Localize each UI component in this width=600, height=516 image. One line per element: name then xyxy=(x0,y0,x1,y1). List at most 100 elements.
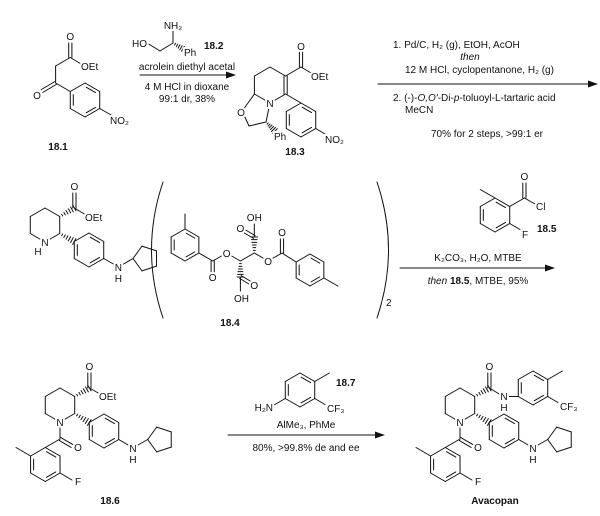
bond xyxy=(170,228,186,238)
compound-18-4: N H O OEt N H O O O O O OH O OH 18.4 xyxy=(32,180,288,329)
bond xyxy=(55,57,71,67)
bond xyxy=(285,128,302,138)
bond xyxy=(270,252,283,260)
bond xyxy=(44,447,61,457)
bond xyxy=(285,102,302,112)
bond xyxy=(300,396,312,404)
compound-18-6: N O OEt O F N H 18.6 xyxy=(54,360,138,507)
bond xyxy=(536,439,549,446)
step3-second-stage: then 18.5, MTBE, 95% xyxy=(428,276,529,287)
bond xyxy=(156,426,172,433)
bond xyxy=(103,439,120,449)
bond xyxy=(314,398,326,405)
bond xyxy=(141,245,158,252)
bond xyxy=(480,415,484,421)
bond xyxy=(488,387,501,395)
bond xyxy=(179,45,183,51)
bond xyxy=(89,236,101,244)
bond xyxy=(482,388,487,394)
bond xyxy=(533,374,545,382)
bond xyxy=(444,472,461,482)
bond xyxy=(253,252,266,260)
bond xyxy=(76,393,79,397)
bond xyxy=(484,418,489,424)
bond xyxy=(88,387,101,395)
atom-label: F xyxy=(475,477,481,488)
bond xyxy=(494,223,511,233)
atom-label: OEt xyxy=(99,392,116,403)
atom-label: O xyxy=(66,32,74,43)
compound-18-5: O Cl F 18.5 xyxy=(519,170,557,243)
bond xyxy=(267,123,271,127)
atom-label: N xyxy=(266,99,273,110)
bond xyxy=(533,394,545,402)
bond xyxy=(430,447,446,457)
bond xyxy=(295,253,311,263)
bond xyxy=(44,438,61,448)
compound-label: 18.7 xyxy=(336,378,356,389)
bond xyxy=(323,277,339,287)
bond xyxy=(184,228,200,238)
bond xyxy=(300,128,317,138)
atom-label: Ph xyxy=(274,132,286,143)
bond xyxy=(89,256,101,264)
atom-label: O xyxy=(33,91,41,102)
step2-line-1: 1. Pd/C, H₂ (g), EtOH, AcOH xyxy=(393,40,520,51)
bond xyxy=(273,398,286,406)
bond xyxy=(88,413,105,423)
bond xyxy=(265,102,271,123)
compound-label: 18.4 xyxy=(220,318,240,329)
bond xyxy=(170,252,186,262)
bond xyxy=(184,252,200,262)
atom-label: H xyxy=(529,455,536,466)
bond xyxy=(182,46,188,54)
bond xyxy=(44,207,61,217)
bond xyxy=(547,396,559,403)
compound-label: Avacopan xyxy=(471,496,518,507)
bond xyxy=(15,447,32,457)
bond xyxy=(84,108,101,118)
bond xyxy=(547,439,558,453)
atom-label: N xyxy=(500,392,507,403)
atom-label: F xyxy=(75,477,81,488)
bond xyxy=(242,93,255,111)
bond xyxy=(556,446,572,453)
text: , MTBE, 95% xyxy=(469,276,528,287)
bond xyxy=(44,387,61,397)
bond xyxy=(285,93,302,104)
step4-yield: 80%, >99.8% de and ee xyxy=(252,443,359,454)
bond xyxy=(415,447,432,457)
atom-label: N xyxy=(115,263,122,274)
bond xyxy=(78,414,81,419)
atom-label: O xyxy=(71,182,79,193)
bond xyxy=(239,252,255,262)
bond xyxy=(301,126,313,134)
bond xyxy=(488,413,505,423)
bond xyxy=(269,93,287,104)
bond xyxy=(103,258,117,266)
bond xyxy=(67,208,72,214)
bond xyxy=(61,213,64,217)
bond xyxy=(147,426,158,440)
bond xyxy=(99,108,113,116)
text: -toluoyl-L-tartaric acid xyxy=(459,93,555,104)
bond xyxy=(141,265,158,272)
atom-label: N xyxy=(456,418,463,429)
bond xyxy=(309,277,325,287)
bond xyxy=(268,124,273,129)
bond xyxy=(458,439,472,448)
bond xyxy=(459,413,476,423)
bond xyxy=(67,236,72,242)
bond xyxy=(253,66,271,77)
bond xyxy=(272,128,278,134)
bond xyxy=(136,439,149,446)
atom-label: O xyxy=(86,362,94,373)
bond xyxy=(132,258,143,272)
text: -Di- xyxy=(438,93,454,104)
bond xyxy=(300,102,317,112)
bond xyxy=(460,437,474,446)
atom-label: CF₃ xyxy=(560,402,577,413)
bond xyxy=(63,211,66,216)
compound-label: 18.6 xyxy=(100,496,120,507)
bond xyxy=(299,398,316,408)
